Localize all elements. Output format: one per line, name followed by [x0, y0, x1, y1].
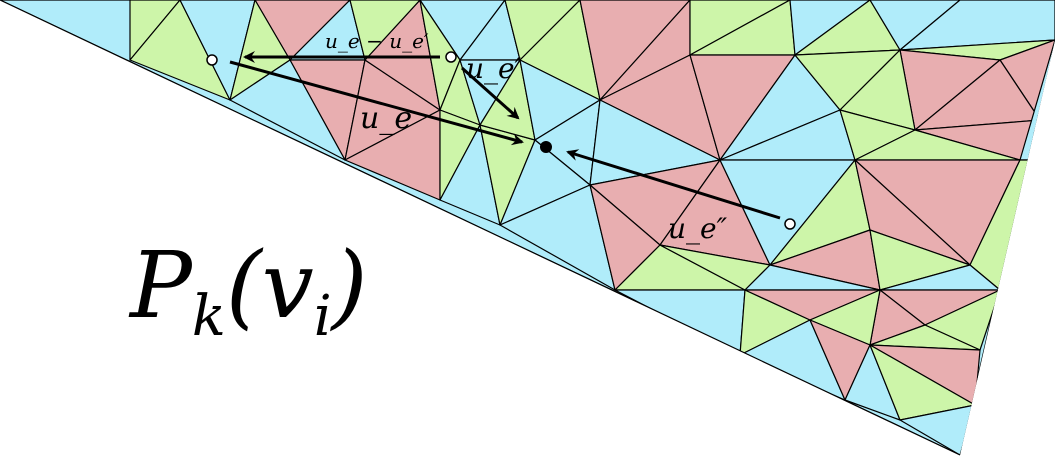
- main-label-k: k: [191, 284, 226, 349]
- main-label-i: i: [313, 284, 332, 349]
- main-label: Pk(vi): [130, 240, 368, 345]
- main-label-P: P: [130, 232, 192, 339]
- node-center-filled: [540, 141, 552, 153]
- label-ue-prime: u_e′: [466, 52, 522, 85]
- triangle: [349, 0, 421, 61]
- node-open-right: [784, 218, 796, 230]
- node-open-left: [206, 54, 218, 66]
- node-open-middle: [445, 51, 457, 63]
- arrow-ue: [229, 60, 524, 146]
- triangle: [229, 59, 346, 161]
- main-label-v: (v: [225, 232, 314, 339]
- label-diff: u_e − u_e′: [325, 29, 429, 53]
- main-label-close: ): [331, 232, 368, 339]
- label-ue: u_e: [360, 101, 412, 136]
- label-ue-double-prime: u_e″: [668, 212, 728, 245]
- boundary-line: [0, 0, 961, 456]
- arrow-ue-double-prime: [566, 149, 781, 220]
- arrow-ue-prime: [461, 66, 520, 120]
